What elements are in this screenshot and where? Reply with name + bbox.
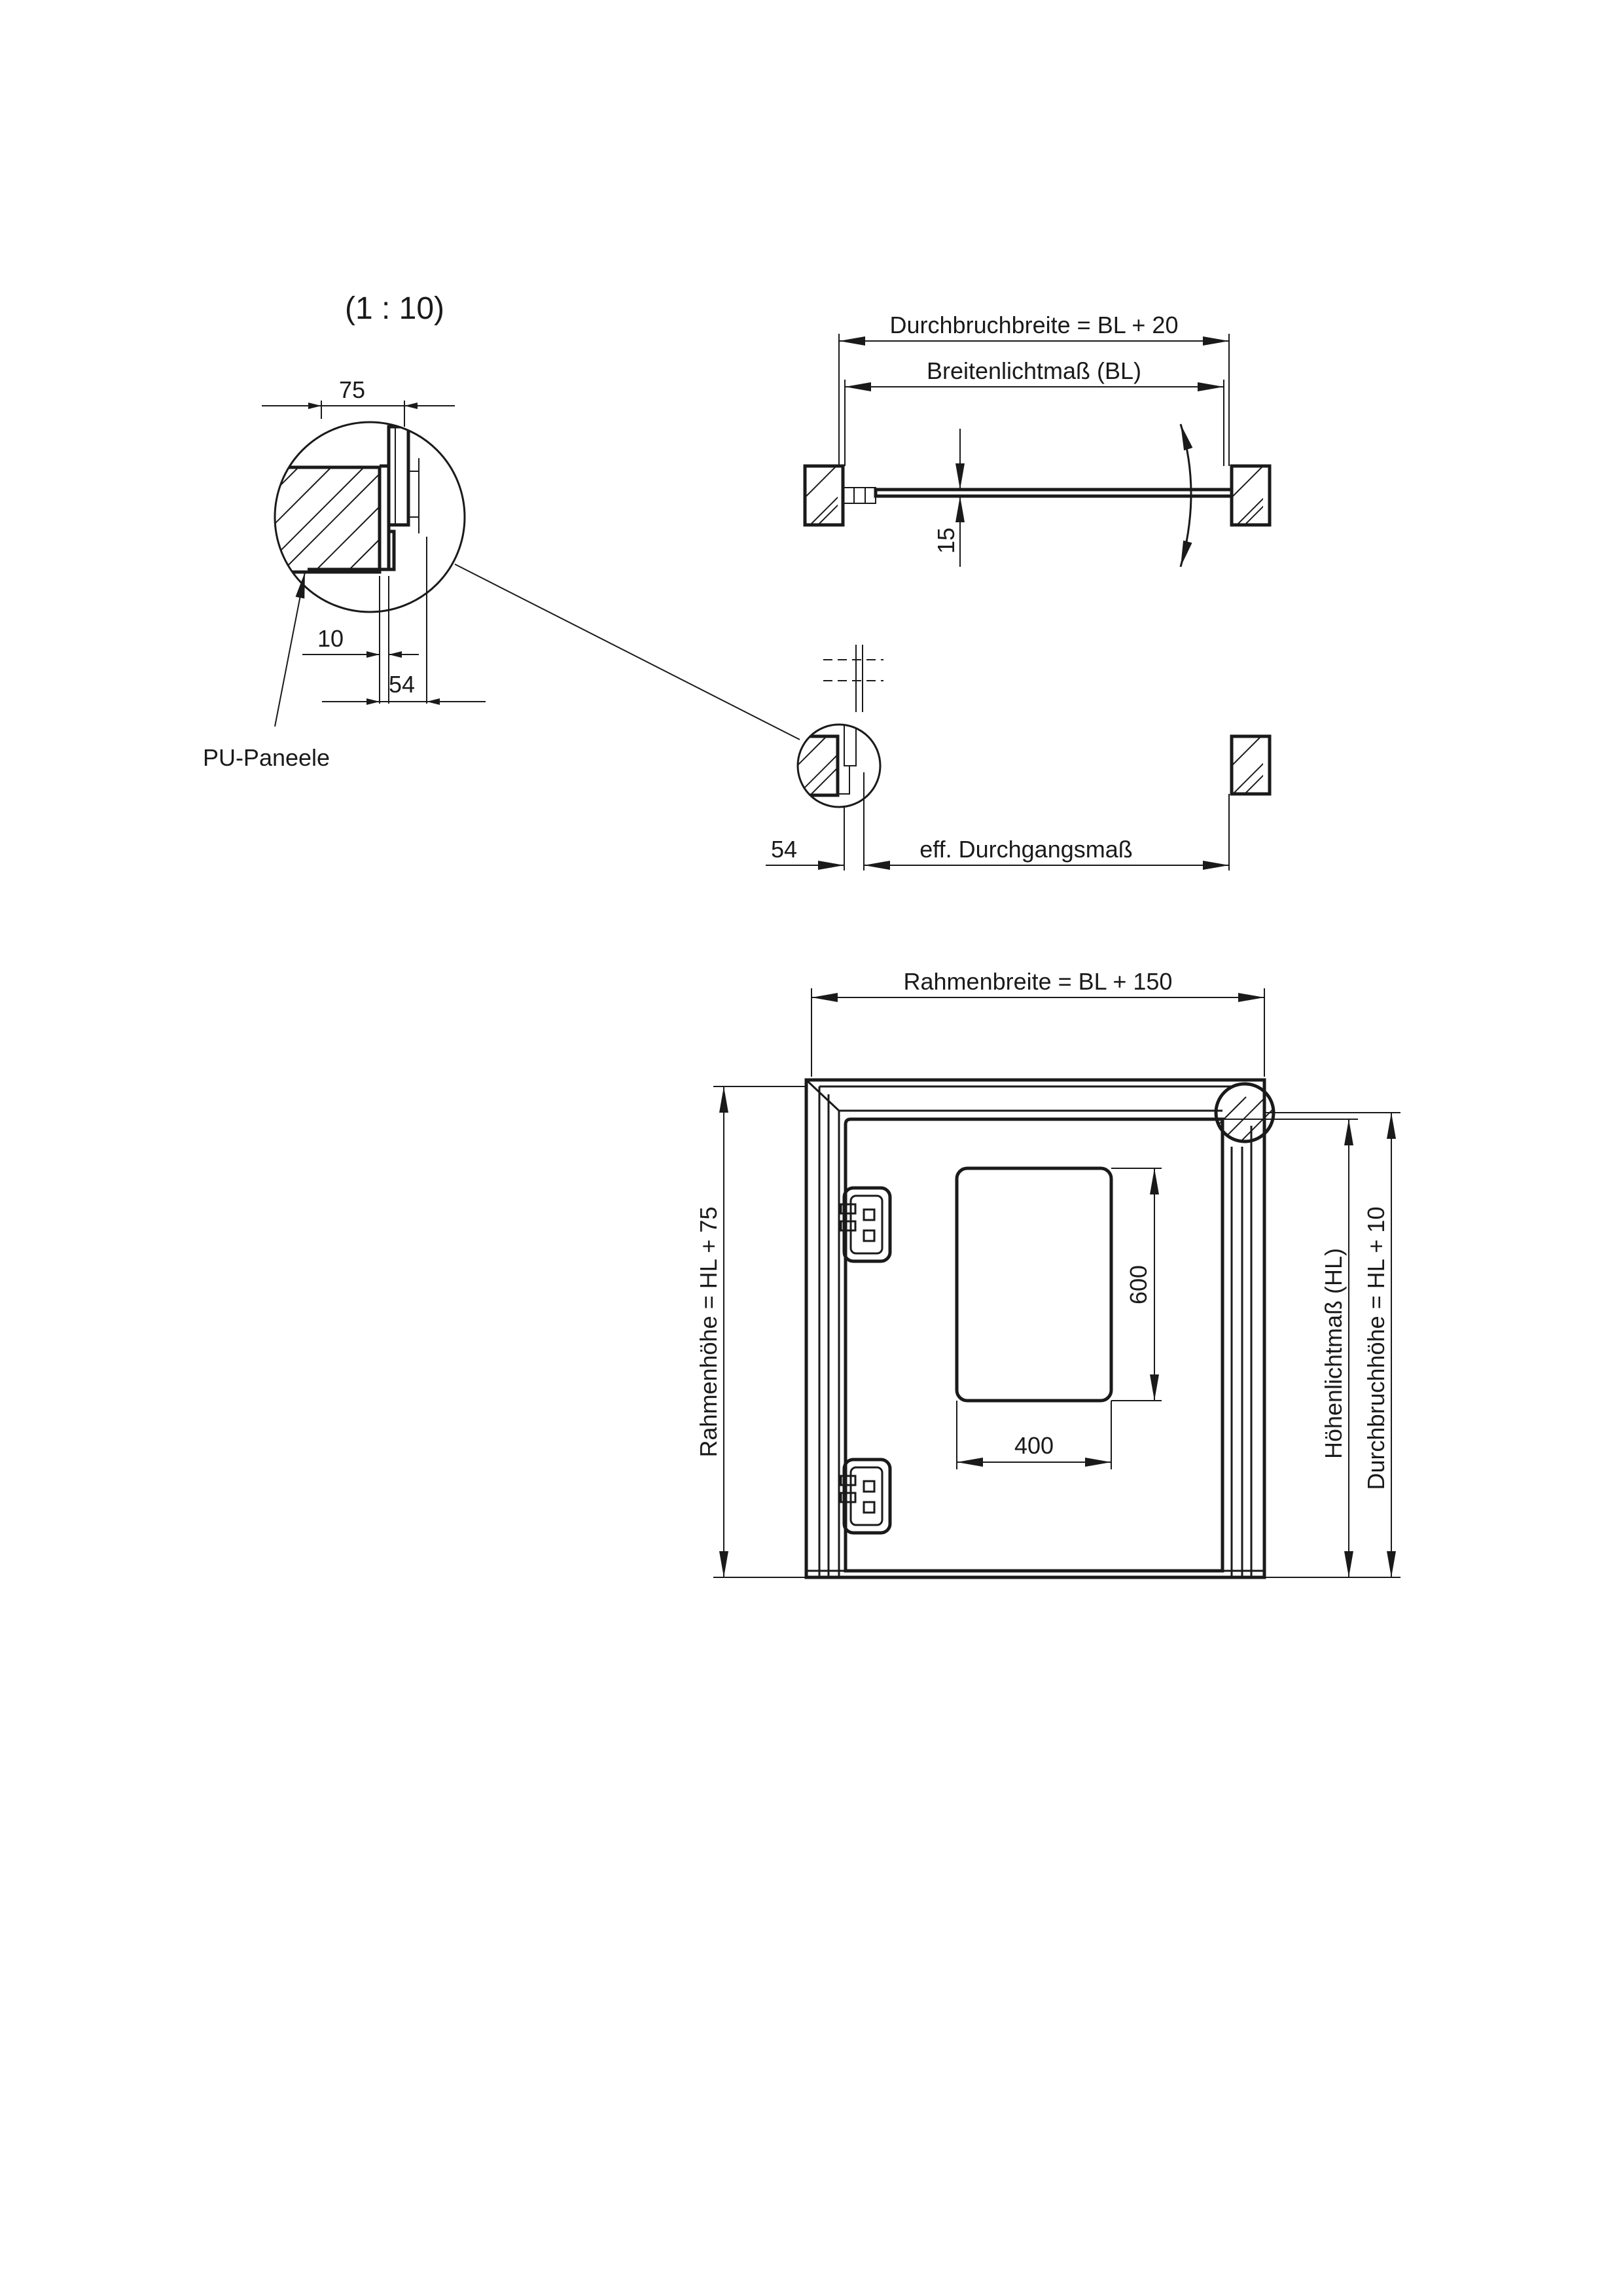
door-leaf-plan	[874, 488, 1234, 498]
dim-label-10: 10	[317, 625, 344, 652]
wall-left-top	[803, 464, 845, 527]
dim-label-window-height: 600	[1125, 1265, 1152, 1304]
dim-label-75: 75	[339, 376, 365, 403]
door-elevation: Rahmenbreite = BL + 150 Rahmenhöhe = HL …	[695, 968, 1400, 1579]
dim-label-window-width: 400	[1014, 1432, 1054, 1459]
door-leaf	[844, 1117, 1224, 1573]
dim-label-clear-width: Breitenlichtmaß (BL)	[927, 357, 1141, 384]
frame-outer	[804, 1078, 1266, 1579]
dim-label-clear-height: Höhenlichtmaß (HL)	[1320, 1248, 1347, 1459]
detail-connector	[454, 564, 800, 740]
door-window	[955, 1166, 1113, 1403]
dim-label-passage: eff. Durchgangsmaß	[919, 836, 1133, 863]
material-label: PU-Paneele	[203, 744, 330, 771]
hinge-top	[842, 487, 876, 504]
scale-label: (1 : 10)	[345, 291, 444, 326]
hinge-lower	[840, 1458, 892, 1535]
dim-label-15: 15	[933, 528, 959, 554]
dim-label-frame-width: Rahmenbreite = BL + 150	[904, 968, 1173, 995]
wall-hatching	[275, 467, 380, 573]
plan-bottom: 54 eff. Durchgangsmaß	[766, 645, 1272, 870]
dim-label-54-plan: 54	[771, 836, 797, 863]
section-detail: 75 10 54 PU-Paneele	[203, 376, 486, 771]
detail-circle	[274, 421, 466, 613]
wall-right-bottom	[1230, 734, 1272, 796]
dim-label-outer-width: Durchbruchbreite = BL + 20	[890, 312, 1179, 338]
panel-detail	[387, 425, 410, 527]
leader-pu	[274, 571, 306, 727]
wall-right-top	[1230, 464, 1272, 527]
plan-top: Durchbruchbreite = BL + 20 Breitenlichtm…	[803, 312, 1272, 567]
hinge-upper	[840, 1186, 892, 1263]
dim-label-frame-height: Rahmenhöhe = HL + 75	[695, 1207, 722, 1458]
swing-arc	[1179, 423, 1193, 567]
dim-label-opening-height: Durchbruchhöhe = HL + 10	[1363, 1207, 1389, 1490]
dim-label-54: 54	[389, 671, 415, 698]
frame-profile	[304, 464, 396, 574]
